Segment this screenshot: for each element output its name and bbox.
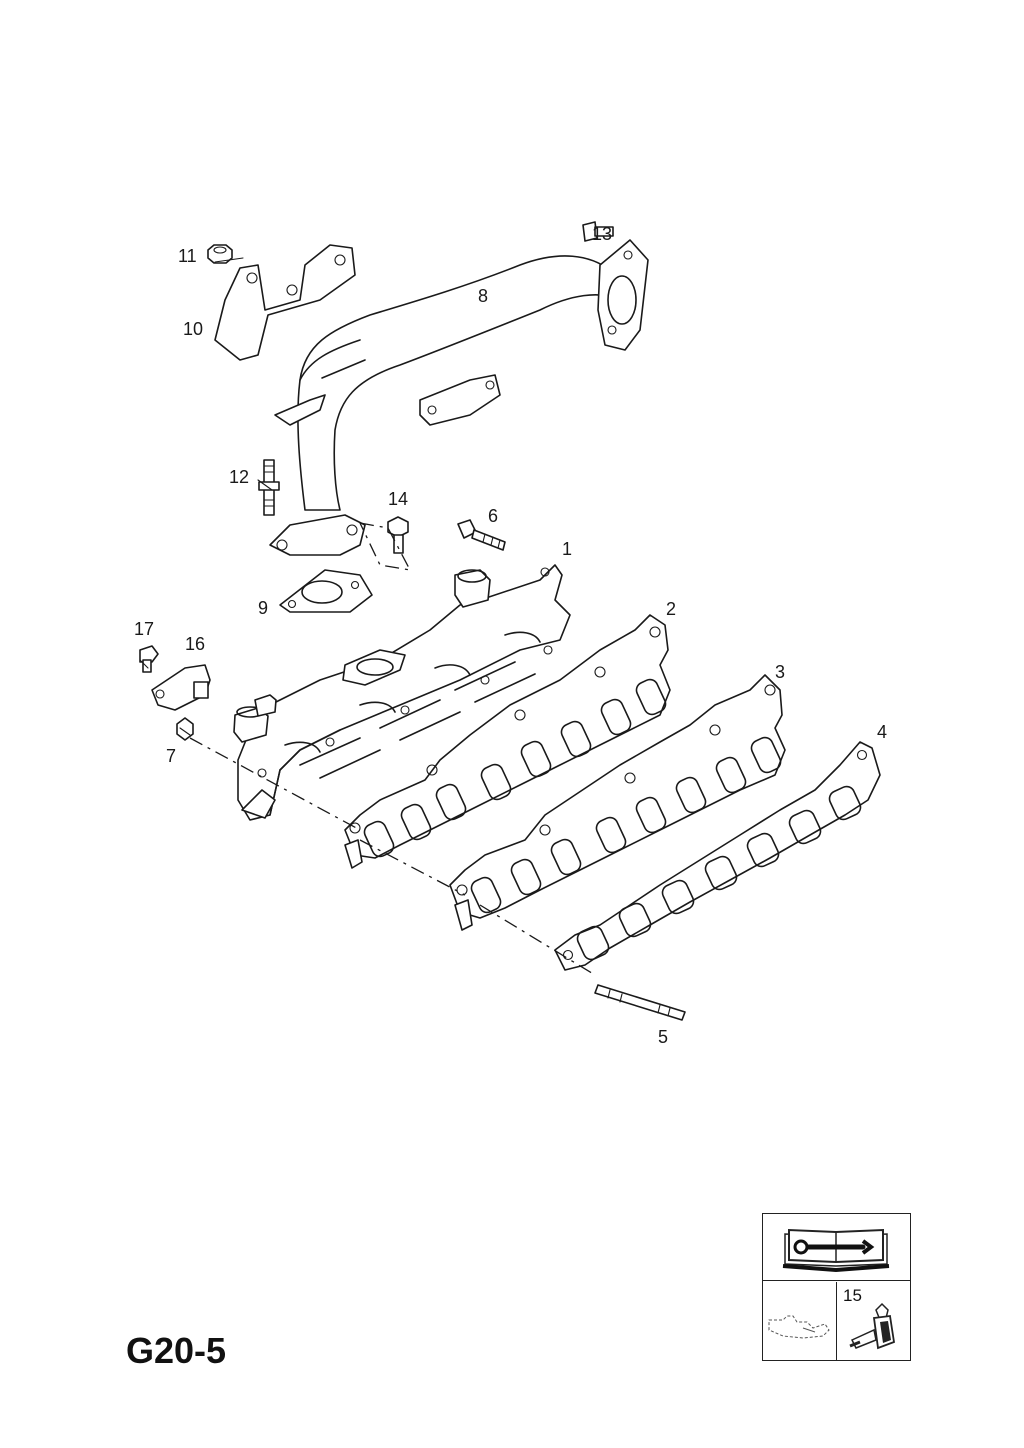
callout-4: 4 bbox=[877, 722, 887, 742]
leader-lines bbox=[139, 257, 273, 736]
port-row-4 bbox=[576, 785, 862, 961]
bolt-part-14 bbox=[358, 516, 412, 571]
callout-6: 6 bbox=[488, 506, 498, 526]
port-row-3 bbox=[470, 736, 782, 914]
callout-7: 7 bbox=[166, 746, 176, 766]
callout-17: 17 bbox=[134, 619, 154, 639]
sealant-tube-icon bbox=[849, 1302, 896, 1350]
callout-12: 12 bbox=[229, 467, 249, 487]
gasket-part-9 bbox=[279, 569, 373, 613]
nut-part-7 bbox=[176, 717, 194, 741]
bolt-part-17 bbox=[139, 645, 159, 673]
callout-11: 11 bbox=[178, 246, 197, 266]
callout-16: 16 bbox=[185, 634, 205, 654]
egr-pipe-part bbox=[269, 239, 649, 556]
bracket-part bbox=[214, 244, 356, 361]
callout-labels: 1 2 3 4 5 6 7 8 9 10 11 12 13 14 16 17 bbox=[134, 224, 887, 1047]
nut-part bbox=[207, 244, 233, 264]
bolt-part-13 bbox=[582, 221, 614, 242]
gasket-part-4 bbox=[554, 741, 881, 971]
legend-cell-manual bbox=[763, 1214, 910, 1281]
callout-5: 5 bbox=[658, 1027, 668, 1047]
bolt-part-6 bbox=[457, 519, 506, 551]
service-manual-wrench-icon bbox=[782, 1228, 890, 1273]
diagram-reference-label: G20-5 bbox=[126, 1330, 227, 1371]
manifold-plate-part-3 bbox=[449, 674, 786, 931]
assembly-alignment-lines bbox=[189, 737, 596, 976]
stud-part-5 bbox=[594, 984, 686, 1021]
callout-14: 14 bbox=[388, 489, 408, 509]
legend-cell-sealant: 15 bbox=[838, 1282, 910, 1360]
callout-1: 1 bbox=[562, 539, 572, 559]
callout-2: 2 bbox=[666, 599, 676, 619]
callout-13: 13 bbox=[592, 224, 612, 244]
legend-box: 15 bbox=[762, 1213, 911, 1361]
callout-8: 8 bbox=[478, 286, 488, 306]
port-row-2 bbox=[363, 678, 667, 858]
intake-manifold-part bbox=[233, 564, 571, 821]
sensor-part-16 bbox=[151, 664, 211, 711]
engine-outline-icon bbox=[768, 1315, 830, 1339]
legend-cell-engine bbox=[763, 1282, 837, 1360]
callout-9: 9 bbox=[258, 598, 268, 618]
callout-10: 10 bbox=[183, 319, 203, 339]
manifold-plate-part-2 bbox=[344, 614, 671, 869]
callout-15: 15 bbox=[843, 1286, 862, 1305]
callout-3: 3 bbox=[775, 662, 785, 682]
